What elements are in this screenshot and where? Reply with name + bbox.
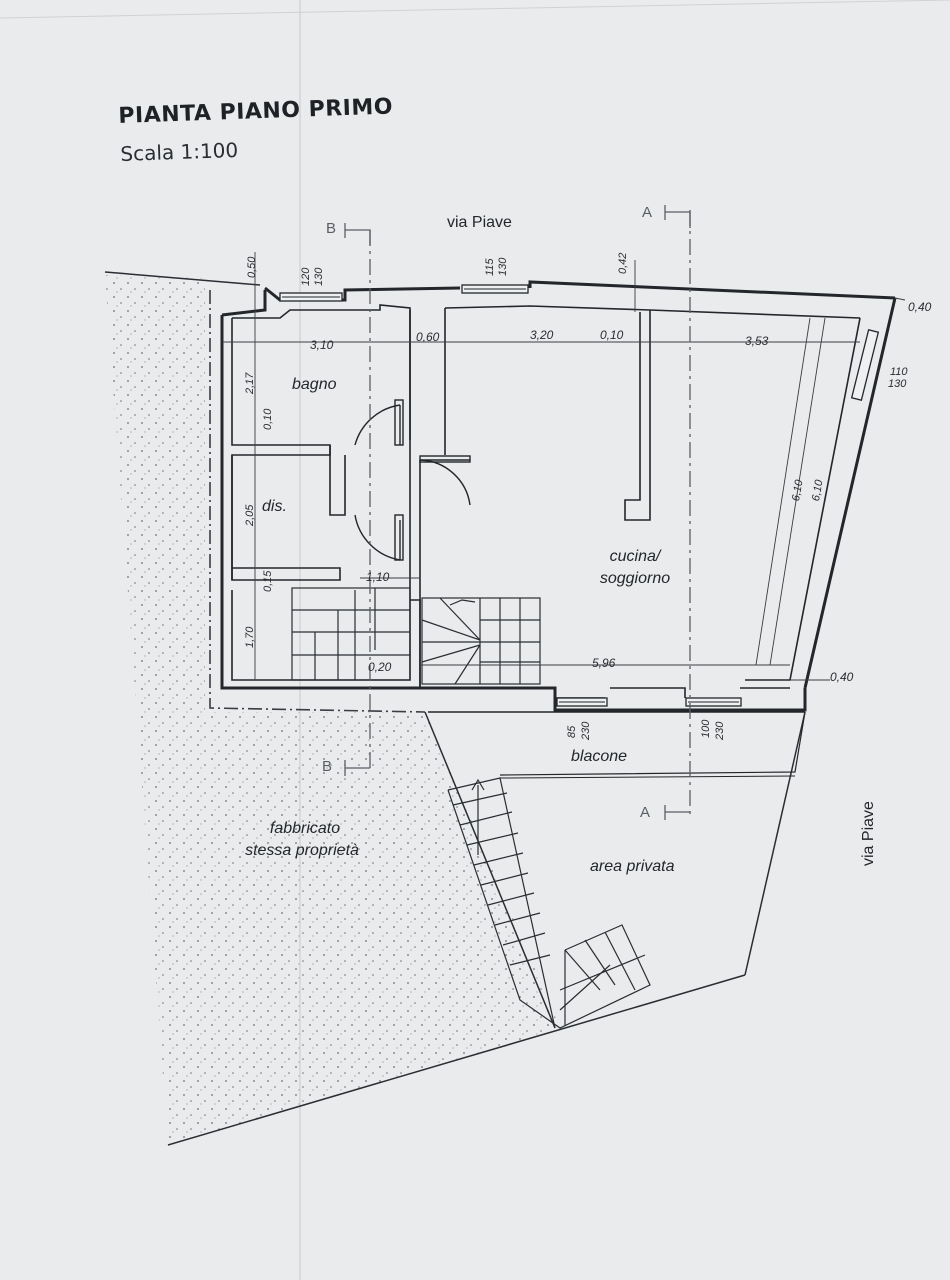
neighbor-building-hatch xyxy=(105,275,560,1145)
section-a-top-marker: A xyxy=(642,204,653,221)
section-b-top-marker: B xyxy=(326,220,337,237)
window-4-height: 230 xyxy=(580,721,592,740)
dimension-1-70: 1,70 xyxy=(244,626,256,648)
window-4-width: 85 xyxy=(566,725,578,738)
window-2-height: 130 xyxy=(497,257,509,276)
dimension-0-10: 0,10 xyxy=(600,328,624,342)
window-2-width: 115 xyxy=(484,258,496,276)
property-boundary xyxy=(209,290,426,713)
label-fabbricato: fabbricato xyxy=(269,820,341,837)
room-label-cucina: cucina/ xyxy=(609,548,661,565)
section-a-bottom-marker: A xyxy=(640,804,651,821)
dimension-3-20: 3,20 xyxy=(530,328,554,342)
room-label-balcone: blacone xyxy=(571,748,628,765)
room-label-area-privata: area privata xyxy=(590,858,675,875)
dimension-0-15: 0,15 xyxy=(262,570,274,592)
dimension-3-53: 3,53 xyxy=(745,334,769,348)
dimension-0-20: 0,20 xyxy=(368,660,392,674)
dimension-2-05: 2,05 xyxy=(244,504,256,526)
room-label-dis: dis. xyxy=(262,498,287,515)
dimension-2-17: 2,17 xyxy=(244,372,256,394)
window-1-height: 130 xyxy=(313,267,325,286)
street-label-right: via Piave xyxy=(860,801,877,866)
dimension-0-60: 0,60 xyxy=(416,330,440,344)
dimension-0-40-top: 0,40 xyxy=(908,300,932,314)
window-5-width: 100 xyxy=(700,719,712,738)
window-3-width: 110 xyxy=(890,366,908,378)
street-label-top: via Piave xyxy=(447,214,512,231)
window-1-width: 120 xyxy=(300,267,312,286)
section-b-bottom-marker: B xyxy=(322,758,333,775)
dimension-0-10-vertical: 0,10 xyxy=(262,408,274,430)
dimension-1-10: 1,10 xyxy=(366,570,390,584)
window-5-height: 230 xyxy=(714,721,726,740)
window-3-height: 130 xyxy=(888,378,907,390)
dimension-0-40-bottom: 0,40 xyxy=(830,670,854,684)
dimension-0-50: 0,50 xyxy=(246,256,258,278)
dimension-5-96: 5,96 xyxy=(592,656,616,670)
dimension-0-42: 0,42 xyxy=(617,252,629,274)
label-stessa-proprieta: stessa proprietà xyxy=(245,842,359,859)
drawing-scale: Scala 1:100 xyxy=(120,137,239,166)
dimension-3-10: 3,10 xyxy=(310,338,334,352)
room-label-soggiorno: soggiorno xyxy=(599,570,671,587)
room-label-bagno: bagno xyxy=(292,376,337,393)
